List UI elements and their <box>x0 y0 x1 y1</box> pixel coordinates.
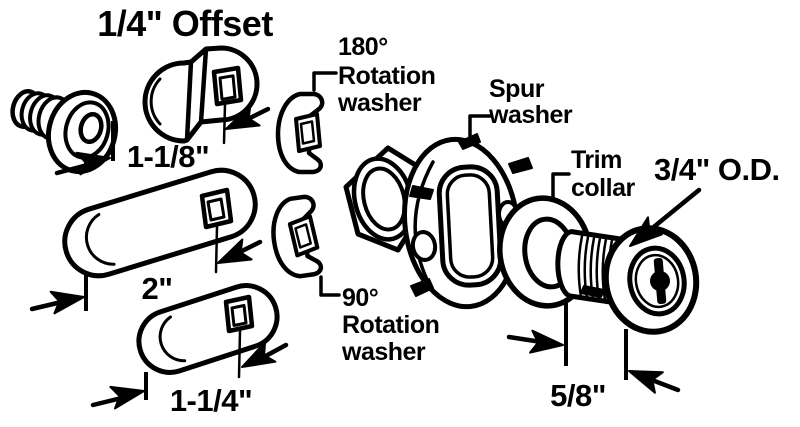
arrow-2in-right <box>217 238 263 264</box>
dimension-ticks <box>84 121 628 400</box>
dim-long-cam: 2" <box>142 271 173 306</box>
spur-tab-bottom <box>410 278 434 297</box>
lock-cylinder <box>555 225 700 335</box>
arrow-outer-diameter <box>629 187 702 247</box>
label-spur-line2: washer <box>488 101 573 129</box>
leader-180-washer <box>312 71 338 92</box>
label-trim-line2: collar <box>571 174 635 202</box>
label-180-line3: washer <box>337 89 422 117</box>
arrow-1-1-4in-right <box>241 341 289 368</box>
straight-cam-1-1-4in <box>136 283 280 379</box>
label-spur-line1: Spur <box>489 75 545 103</box>
arrow-offset-left <box>54 151 111 176</box>
straight-cam-2in <box>62 167 258 279</box>
labels: 1/4" Offset 180° Rotation washer Spur wa… <box>97 3 780 418</box>
arrow-5-8in-left <box>506 329 564 354</box>
rotation-washer-90 <box>271 194 341 297</box>
dim-short-cam: 1-1/4" <box>170 383 252 418</box>
title-offset: 1/4" Offset <box>97 3 273 44</box>
rotation-washer-180 <box>275 71 338 175</box>
arrow-offset-right <box>225 104 271 130</box>
dim-cylinder: 5/8" <box>550 378 606 413</box>
arrow-5-8in-right <box>628 370 681 394</box>
label-trim-line1: Trim <box>571 146 622 174</box>
cam-lock-nut <box>10 89 119 175</box>
leader-trim-collar <box>551 172 571 199</box>
dim-offset-cam: 1-1/8" <box>127 139 209 174</box>
leader-90-washer <box>319 275 341 297</box>
spur-tab-right <box>508 157 533 174</box>
dimension-arrows <box>29 104 702 410</box>
label-90-line3: washer <box>341 338 426 366</box>
label-180-line1: 180° <box>338 33 388 61</box>
arrow-2in-left <box>29 290 85 315</box>
label-90-line1: 90° <box>342 284 378 312</box>
label-90-line2: Rotation <box>342 311 439 339</box>
arrow-1-1-4in-left <box>90 385 145 410</box>
spur-washer <box>401 114 533 310</box>
cylinder-keyway-notch <box>580 285 605 298</box>
keyhole <box>650 257 670 305</box>
label-180-line2: Rotation <box>338 62 435 90</box>
offset-cam <box>142 45 260 145</box>
leader-spur-washer <box>468 114 493 140</box>
spur-tab-left <box>409 185 434 200</box>
label-outer-diameter: 3/4" O.D. <box>654 152 780 187</box>
